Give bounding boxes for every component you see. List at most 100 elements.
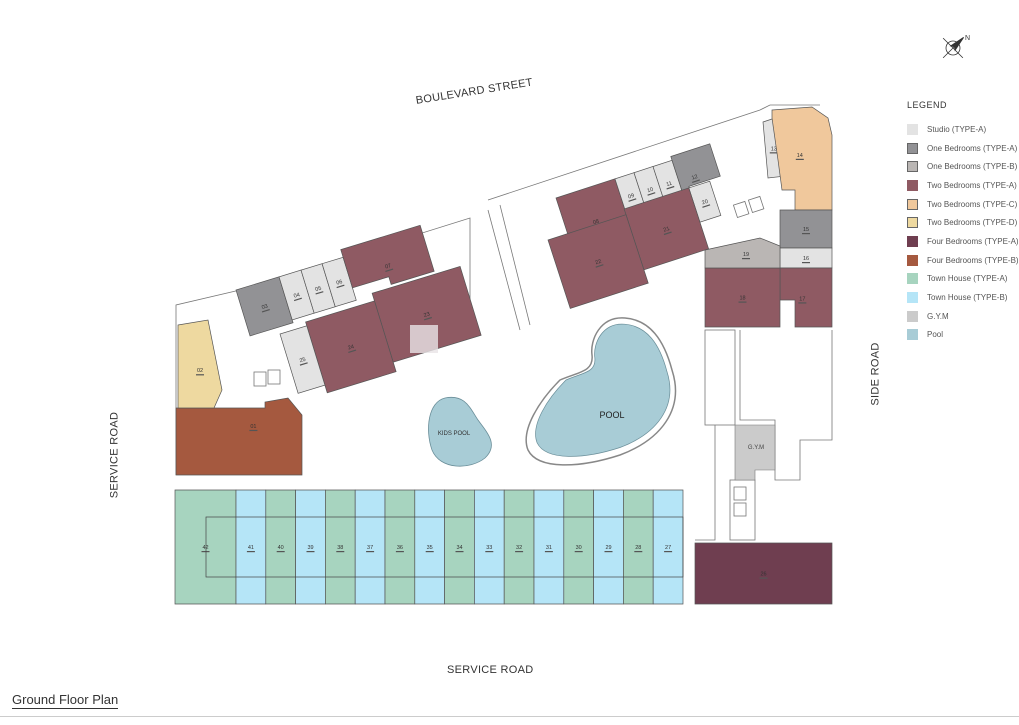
unit-type-caption bbox=[425, 551, 434, 553]
road-label-service-road-left: SERVICE ROAD bbox=[108, 411, 121, 499]
townhouse-outline bbox=[205, 516, 684, 578]
unit-number: 41 bbox=[248, 545, 254, 551]
unit-30[interactable]: 30 bbox=[563, 489, 594, 605]
pool bbox=[535, 323, 671, 457]
unit-type-caption bbox=[423, 316, 432, 321]
legend: LEGEND Studio (TYPE-A)One Bedrooms (TYPE… bbox=[907, 100, 1019, 344]
unit-28[interactable]: 28 bbox=[623, 489, 654, 605]
unit-number: 32 bbox=[516, 545, 522, 551]
unit-33[interactable]: 33 bbox=[474, 489, 505, 605]
unit-number: 19 bbox=[743, 252, 749, 258]
unit-26[interactable]: 26 bbox=[694, 542, 833, 605]
legend-label: Two Bedrooms (TYPE-D) bbox=[927, 218, 1018, 228]
unit-number: 04 bbox=[293, 292, 301, 300]
unit-number: 17 bbox=[799, 296, 805, 302]
unit-type-caption bbox=[666, 185, 675, 190]
legend-item-two-c: Two Bedrooms (TYPE-C) bbox=[907, 195, 1019, 214]
unit-number: 14 bbox=[797, 153, 803, 159]
unit-type-caption bbox=[315, 291, 324, 295]
unit-15[interactable]: 15 bbox=[779, 209, 833, 249]
unit-18[interactable]: 18 bbox=[704, 267, 781, 328]
unit-37[interactable]: 37 bbox=[354, 489, 386, 605]
unit-number: 40 bbox=[278, 545, 284, 551]
unit-number: 12 bbox=[691, 174, 699, 182]
unit-34[interactable]: 34 bbox=[444, 489, 475, 605]
unit-type-caption bbox=[738, 301, 747, 303]
road-label-side-road: SIDE ROAD bbox=[869, 342, 882, 406]
gym-label: G.Y.M bbox=[748, 445, 764, 451]
legend-label: One Bedrooms (TYPE-A) bbox=[927, 143, 1018, 153]
unit-type-caption bbox=[664, 551, 673, 553]
unit-type-caption bbox=[663, 231, 672, 236]
unit-25[interactable]: 25 bbox=[279, 325, 326, 394]
legend-swatch bbox=[907, 310, 918, 322]
unit-type-caption bbox=[628, 198, 637, 202]
unit-19[interactable]: 19 bbox=[704, 237, 781, 269]
legend-item-four-b: Four Bedrooms (TYPE-B) bbox=[907, 251, 1019, 270]
unit-shape bbox=[704, 237, 781, 269]
unit-type-caption bbox=[293, 297, 302, 302]
legend-item-studio-a: Studio (TYPE-A) bbox=[907, 120, 1019, 139]
unit-type-caption bbox=[385, 268, 394, 273]
unit-32[interactable]: 32 bbox=[503, 489, 535, 605]
unit-number: 36 bbox=[397, 545, 403, 551]
unit-16[interactable]: 16 bbox=[779, 247, 833, 269]
unit-number: 05 bbox=[315, 286, 323, 294]
unit-03[interactable]: 03 bbox=[235, 276, 294, 337]
unit-02[interactable]: 02 bbox=[177, 319, 223, 409]
unit-29[interactable]: 29 bbox=[593, 489, 624, 605]
unit-number: 39 bbox=[307, 545, 313, 551]
unit-type-caption bbox=[395, 551, 404, 553]
unit-06[interactable]: 06 bbox=[321, 256, 357, 308]
compass-icon: N bbox=[942, 35, 970, 59]
unit-type-caption bbox=[574, 551, 583, 553]
unit-shape bbox=[175, 397, 303, 476]
legend-item-two-d: Two Bedrooms (TYPE-D) bbox=[907, 213, 1019, 232]
unit-14[interactable]: 14 bbox=[771, 106, 833, 211]
legend-item-th-b: Town House (TYPE-B) bbox=[907, 288, 1019, 307]
unit-38[interactable]: 38 bbox=[325, 489, 356, 605]
unit-number: 10 bbox=[646, 187, 654, 195]
unit-type-caption bbox=[336, 551, 345, 553]
unit-number: 35 bbox=[427, 545, 433, 551]
unit-type-caption bbox=[201, 551, 210, 553]
unit-type-caption bbox=[647, 192, 656, 196]
unit-27[interactable]: 27 bbox=[652, 489, 684, 605]
unit-shape bbox=[652, 489, 684, 605]
pool-deck bbox=[525, 317, 677, 466]
unit-shape bbox=[547, 214, 649, 309]
unit-39[interactable]: 39 bbox=[295, 489, 326, 605]
unit-31[interactable]: 31 bbox=[533, 489, 565, 605]
unit-number: 21 bbox=[663, 226, 671, 234]
gym bbox=[734, 424, 776, 481]
unit-type-caption bbox=[544, 551, 553, 553]
unit-17[interactable]: 17 bbox=[779, 267, 833, 328]
unit-01[interactable]: 01 bbox=[175, 397, 303, 476]
unit-07[interactable]: 07 bbox=[340, 224, 435, 295]
unit-type-caption bbox=[769, 152, 778, 154]
unit-number: 01 bbox=[250, 424, 256, 430]
unit-22[interactable]: 22 bbox=[547, 214, 649, 309]
unit-40[interactable]: 40 bbox=[265, 489, 296, 605]
legend-label: Town House (TYPE-A) bbox=[927, 274, 1008, 284]
unit-number: 37 bbox=[367, 545, 373, 551]
unit-number: 28 bbox=[635, 545, 641, 551]
unit-number: 03 bbox=[261, 304, 269, 312]
legend-item-pool: Pool bbox=[907, 326, 1019, 345]
unit-shape bbox=[694, 542, 833, 605]
unit-36[interactable]: 36 bbox=[384, 489, 416, 605]
unit-41[interactable]: 41 bbox=[235, 489, 267, 605]
unit-number: 22 bbox=[595, 259, 603, 267]
unit-number: 08 bbox=[592, 219, 600, 227]
unit-number: 38 bbox=[337, 545, 343, 551]
legend-swatch bbox=[907, 123, 918, 135]
unit-35[interactable]: 35 bbox=[414, 489, 445, 605]
unit-type-caption bbox=[455, 551, 464, 553]
unit-type-caption bbox=[634, 551, 643, 553]
unit-type-caption bbox=[759, 577, 768, 579]
unit-42[interactable]: 42 bbox=[174, 489, 237, 605]
legend-label: Town House (TYPE-B) bbox=[927, 293, 1008, 303]
unit-number: 25 bbox=[299, 357, 307, 365]
unit-number: 30 bbox=[576, 545, 582, 551]
road-label-service-road-bottom: SERVICE ROAD bbox=[447, 664, 534, 676]
